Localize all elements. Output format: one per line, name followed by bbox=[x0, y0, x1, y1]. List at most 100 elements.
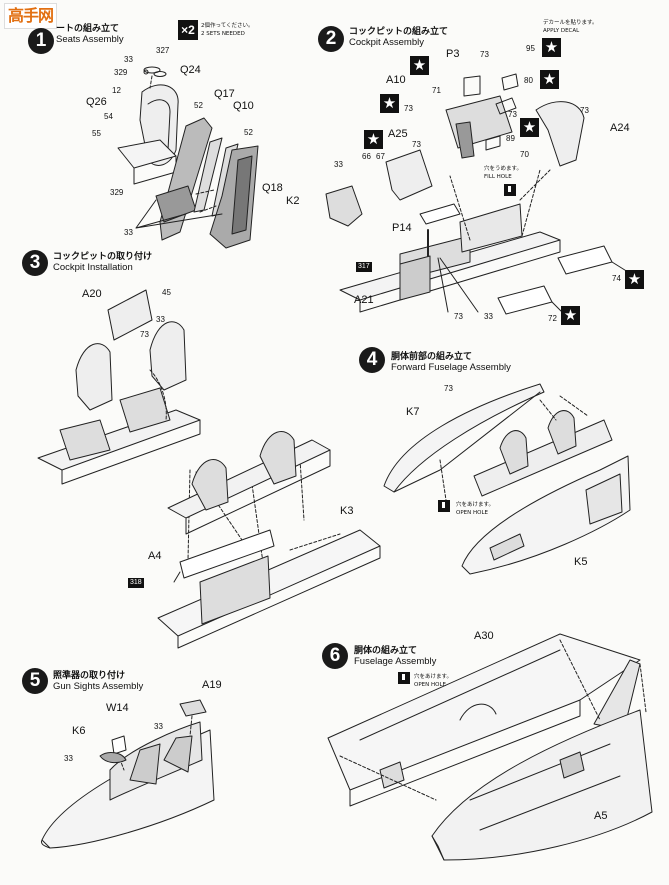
part-label-q24: Q24 bbox=[180, 64, 201, 76]
part-number-318: 318 bbox=[128, 578, 144, 588]
part-number: 73 bbox=[444, 384, 453, 393]
open-hole-icon bbox=[438, 500, 450, 512]
apply-decal-note-en: APPLY DECAL bbox=[543, 28, 580, 34]
decal-star-icon: ★ bbox=[561, 306, 580, 325]
step-1-title-en: Seats Assembly bbox=[56, 34, 124, 45]
part-label-a20: A20 bbox=[82, 288, 102, 300]
part-number: 54 bbox=[104, 112, 113, 121]
part-label-q10: Q10 bbox=[233, 100, 254, 112]
part-label-a24: A24 bbox=[610, 122, 630, 134]
step-2-title-en: Cockpit Assembly bbox=[349, 37, 424, 48]
step-4-title-jp: 胴体前部の組み立て bbox=[391, 352, 473, 362]
open-hole-note-en: OPEN HOLE bbox=[414, 682, 446, 688]
part-label-a4: A4 bbox=[148, 550, 162, 562]
part-label-a25: A25 bbox=[388, 128, 408, 140]
part-number-317: 317 bbox=[356, 262, 372, 272]
step-5-title-jp: 照準器の取り付け bbox=[53, 671, 126, 681]
decal-number: 95 bbox=[526, 44, 535, 53]
step-4-title-en: Forward Fuselage Assembly bbox=[391, 362, 511, 373]
decal-star-icon: ★ bbox=[520, 118, 539, 137]
part-number: 327 bbox=[156, 46, 170, 55]
step-1-number: 1 bbox=[28, 28, 54, 54]
decal-star-icon: ★ bbox=[542, 38, 561, 57]
decal-star-icon: ★ bbox=[410, 56, 429, 75]
forward-fuselage-drawing bbox=[383, 383, 631, 575]
fill-hole-note-jp: 穴をうめます。 bbox=[484, 166, 522, 172]
decal-star-icon: ★ bbox=[380, 94, 399, 113]
decal-number: 74 bbox=[612, 274, 621, 283]
step-5-number: 5 bbox=[22, 668, 48, 694]
part-label-q17: Q17 bbox=[214, 88, 235, 100]
part-number: 52 bbox=[194, 101, 203, 110]
part-label-k3: K3 bbox=[340, 505, 354, 517]
decal-number: 80 bbox=[524, 76, 533, 85]
decal-number: 89 bbox=[506, 134, 515, 143]
fill-hole-note-en: FILL HOLE bbox=[484, 174, 512, 180]
part-label-q26: Q26 bbox=[86, 96, 107, 108]
open-hole-note-jp: 穴をあけます。 bbox=[456, 502, 494, 508]
site-watermark-logo: 高手网 bbox=[4, 3, 58, 29]
part-label-k2: K2 bbox=[286, 195, 300, 207]
decal-number: 73 bbox=[404, 104, 413, 113]
part-label-k6: K6 bbox=[72, 725, 86, 737]
decal-number: 66 bbox=[362, 152, 371, 161]
part-number: 329 bbox=[114, 68, 128, 77]
decal-number: 70 bbox=[520, 150, 529, 159]
gun-sights-drawing bbox=[41, 699, 215, 849]
cockpit-installation-drawing bbox=[37, 289, 381, 649]
part-number: 52 bbox=[244, 128, 253, 137]
open-hole-note-en: OPEN HOLE bbox=[456, 510, 488, 516]
decal-number: 33 bbox=[484, 312, 493, 321]
part-number: 73 bbox=[140, 330, 149, 339]
seat-parts-drawing bbox=[117, 66, 259, 249]
part-label-a30: A30 bbox=[474, 630, 494, 642]
decal-number: 72 bbox=[548, 314, 557, 323]
part-number: 12 bbox=[112, 86, 121, 95]
step-3-title-jp: コックピットの取り付け bbox=[53, 252, 153, 262]
part-number: 33 bbox=[124, 228, 133, 237]
fill-hole-icon bbox=[504, 184, 516, 196]
decal-star-icon: ★ bbox=[625, 270, 644, 289]
part-number: 33 bbox=[156, 315, 165, 324]
part-number: 33 bbox=[64, 754, 73, 763]
step-3-title-en: Cockpit Installation bbox=[53, 262, 133, 273]
part-number: 55 bbox=[92, 129, 101, 138]
step-3-number: 3 bbox=[22, 250, 48, 276]
part-label-a10: A10 bbox=[386, 74, 406, 86]
part-number: 33 bbox=[124, 55, 133, 64]
two-sets-note-jp: 2個作ってください。 bbox=[201, 23, 254, 29]
step-6-title-en: Fuselage Assembly bbox=[354, 656, 437, 667]
part-label-a21: A21 bbox=[354, 294, 374, 306]
decal-number: 73 bbox=[580, 106, 589, 115]
step-2-number: 2 bbox=[318, 26, 344, 52]
decal-number: 67 bbox=[376, 152, 385, 161]
decal-star-icon: ★ bbox=[540, 70, 559, 89]
cockpit-parts-drawing bbox=[325, 73, 629, 317]
decal-star-icon: ★ bbox=[364, 130, 383, 149]
step-4-number: 4 bbox=[359, 347, 385, 373]
step-5-title-en: Gun Sights Assembly bbox=[53, 681, 144, 692]
decal-number: 73 bbox=[508, 110, 517, 119]
two-sets-badge: ×2 bbox=[178, 20, 198, 40]
part-number: 33 bbox=[154, 722, 163, 731]
fuselage-drawing bbox=[327, 633, 653, 861]
part-label-w14: W14 bbox=[106, 702, 129, 714]
apply-decal-note-jp: デカールを貼ります。 bbox=[543, 20, 598, 26]
part-number: 45 bbox=[162, 288, 171, 297]
step-1-title-jp: ートの組み立て bbox=[56, 24, 120, 34]
decal-number: 73 bbox=[480, 50, 489, 59]
part-label-a19: A19 bbox=[202, 679, 222, 691]
step-2-title-jp: コックピットの組み立て bbox=[349, 27, 449, 37]
step-6-number: 6 bbox=[322, 643, 348, 669]
part-label-k5: K5 bbox=[574, 556, 588, 568]
two-sets-note-en: 2 SETS NEEDED bbox=[201, 31, 245, 37]
decal-number: 73 bbox=[454, 312, 463, 321]
part-label-a5: A5 bbox=[594, 810, 608, 822]
part-label-q18: Q18 bbox=[262, 182, 283, 194]
open-hole-icon bbox=[398, 672, 410, 684]
decal-number: 71 bbox=[432, 86, 441, 95]
part-label-k7: K7 bbox=[406, 406, 420, 418]
step-6-title-jp: 胴体の組み立て bbox=[354, 646, 418, 656]
